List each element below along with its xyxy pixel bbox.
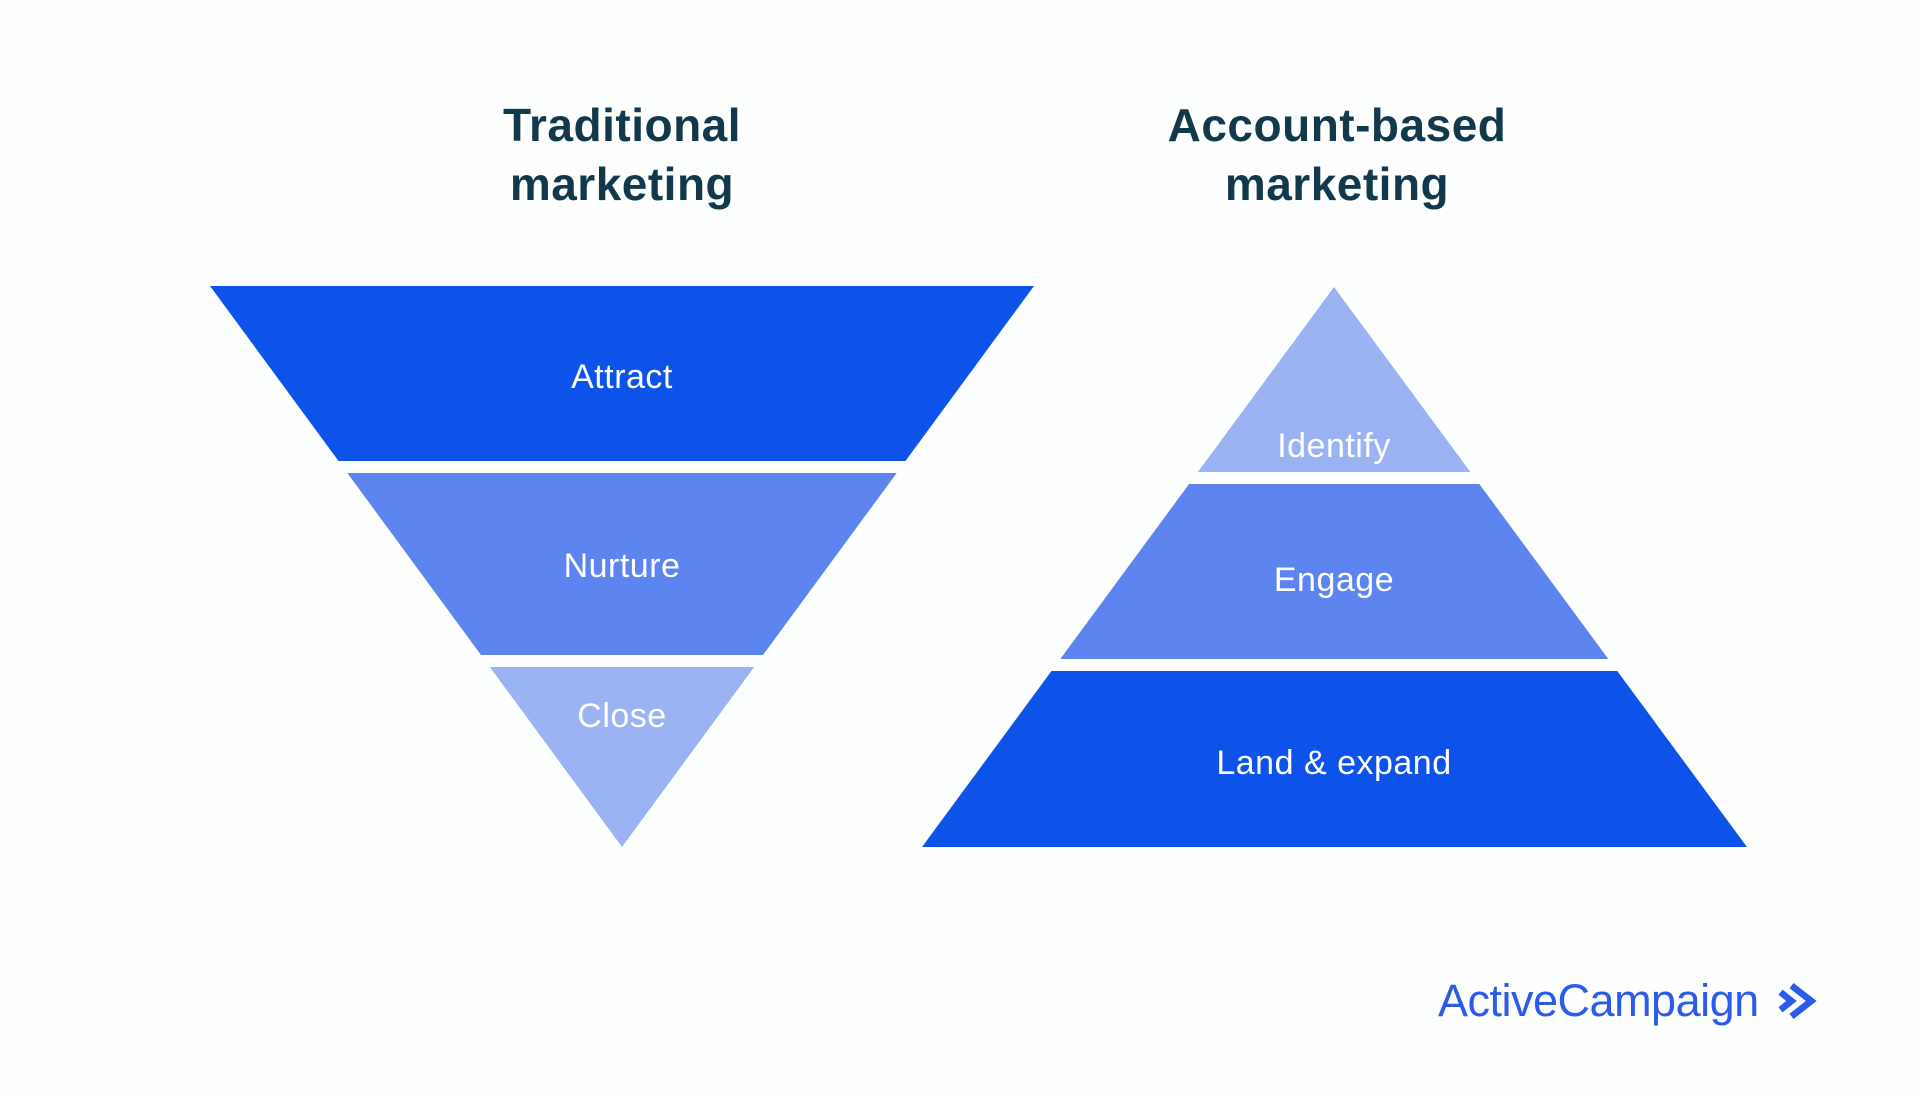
title-line: marketing: [1224, 157, 1450, 210]
account-based-marketing-pyramid-label-land-expand: Land & expand: [1216, 744, 1451, 782]
activecampaign-logo-text: ActiveCampaign: [1438, 975, 1759, 1026]
title-line: marketing: [509, 157, 735, 210]
account-based-marketing-pyramid-band-identify: [1197, 287, 1471, 472]
account-based-marketing-pyramid-label-engage: Engage: [1274, 561, 1394, 599]
account-based-marketing-pyramid-band-land-expand: [922, 671, 1747, 847]
title-line: Traditional: [502, 99, 742, 151]
traditional-marketing-funnel-label-nurture: Nurture: [564, 547, 681, 585]
traditional-marketing-funnel-label-close: Close: [577, 697, 666, 735]
traditional-marketing-funnel-band-nurture: [347, 473, 897, 655]
traditional-marketing-funnel-band-close: [489, 667, 755, 847]
traditional-marketing-title: Traditional marketing: [322, 96, 922, 214]
activecampaign-chevron-icon: [1778, 982, 1817, 1020]
traditional-marketing-funnel-band-attract: [210, 286, 1034, 461]
activecampaign-logo: ActiveCampaign: [1438, 975, 1819, 1027]
traditional-marketing-funnel-label-attract: Attract: [571, 358, 673, 396]
account-based-marketing-pyramid-label-identify: Identify: [1277, 427, 1391, 465]
title-line: Account-based: [1167, 99, 1507, 151]
account-based-marketing-pyramid-band-engage: [1060, 484, 1609, 659]
account-based-marketing-title: Account-based marketing: [1037, 96, 1637, 214]
